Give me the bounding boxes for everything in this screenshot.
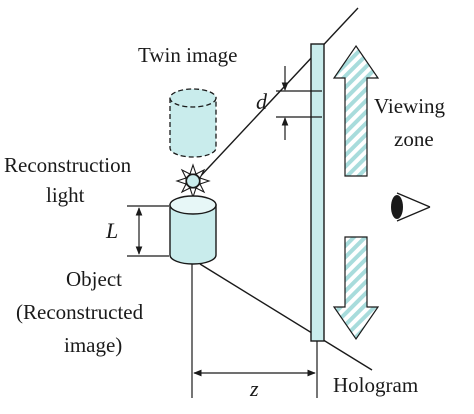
upper-ray-line: [195, 7, 359, 182]
hologram-label: Hologram: [333, 373, 418, 397]
viewing-zone-label-line2: zone: [394, 127, 434, 151]
twin-image-label: Twin image: [138, 43, 237, 67]
object-label-line3: image): [64, 333, 122, 357]
L-label: L: [105, 218, 118, 243]
viewing-zone-down-arrow: [332, 236, 380, 341]
viewing-zone-label-line1: Viewing: [374, 94, 446, 118]
object-label-line2: (Reconstructed: [16, 300, 144, 324]
starburst-icon: [175, 163, 211, 199]
hologram-plate: [310, 43, 325, 342]
z-label: z: [249, 376, 259, 401]
reconstruction-light-label-line2: light: [46, 183, 85, 207]
object-cylinder: [169, 195, 217, 265]
d-label: d: [256, 89, 268, 114]
viewing-zone-up-arrow: [332, 44, 380, 177]
lower-ray-line: [199, 263, 373, 371]
object-label-line1: Object: [66, 267, 122, 291]
eye-icon: [391, 192, 431, 222]
reconstruction-light-label-line1: Reconstruction: [4, 153, 132, 177]
twin-image-cylinder: [169, 88, 217, 158]
